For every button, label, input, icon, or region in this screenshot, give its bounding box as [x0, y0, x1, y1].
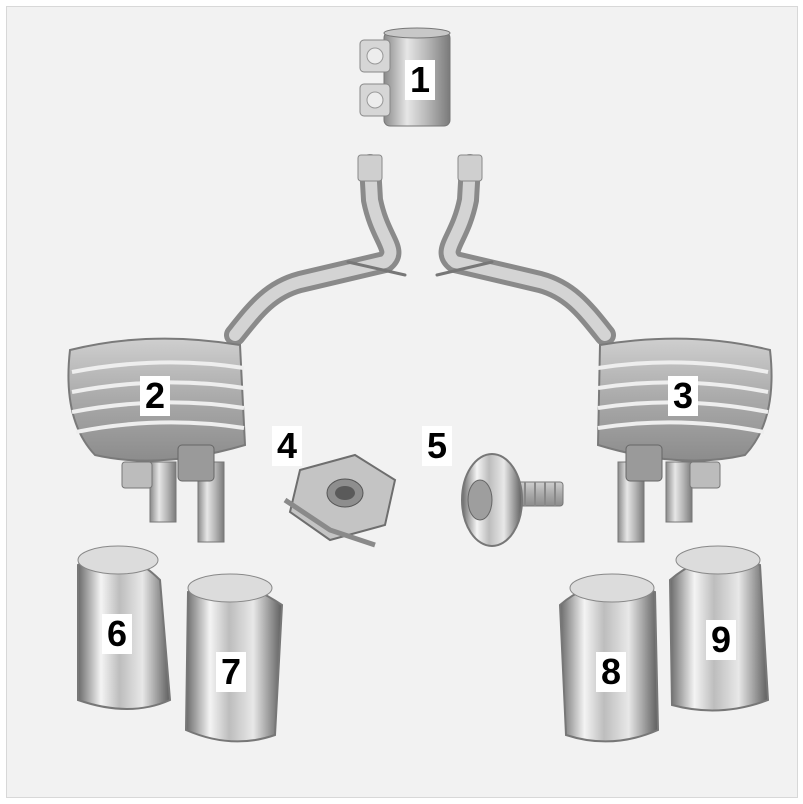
callout-9: 9	[706, 620, 736, 660]
left-exhaust-pipe-icon	[224, 154, 407, 346]
callout-2: 2	[140, 376, 170, 416]
callout-8: 8	[596, 652, 626, 692]
right-exhaust-pipe-icon	[435, 154, 616, 346]
screw-icon	[461, 453, 564, 547]
callout-1: 1	[405, 60, 435, 100]
callout-5: 5	[422, 426, 452, 466]
left-muffler-icon	[67, 337, 247, 543]
right-muffler-icon	[596, 337, 773, 543]
clip-nut-icon	[283, 453, 397, 548]
callout-3: 3	[668, 376, 698, 416]
callout-4: 4	[272, 426, 302, 466]
callout-6: 6	[102, 614, 132, 654]
callout-7: 7	[216, 652, 246, 692]
